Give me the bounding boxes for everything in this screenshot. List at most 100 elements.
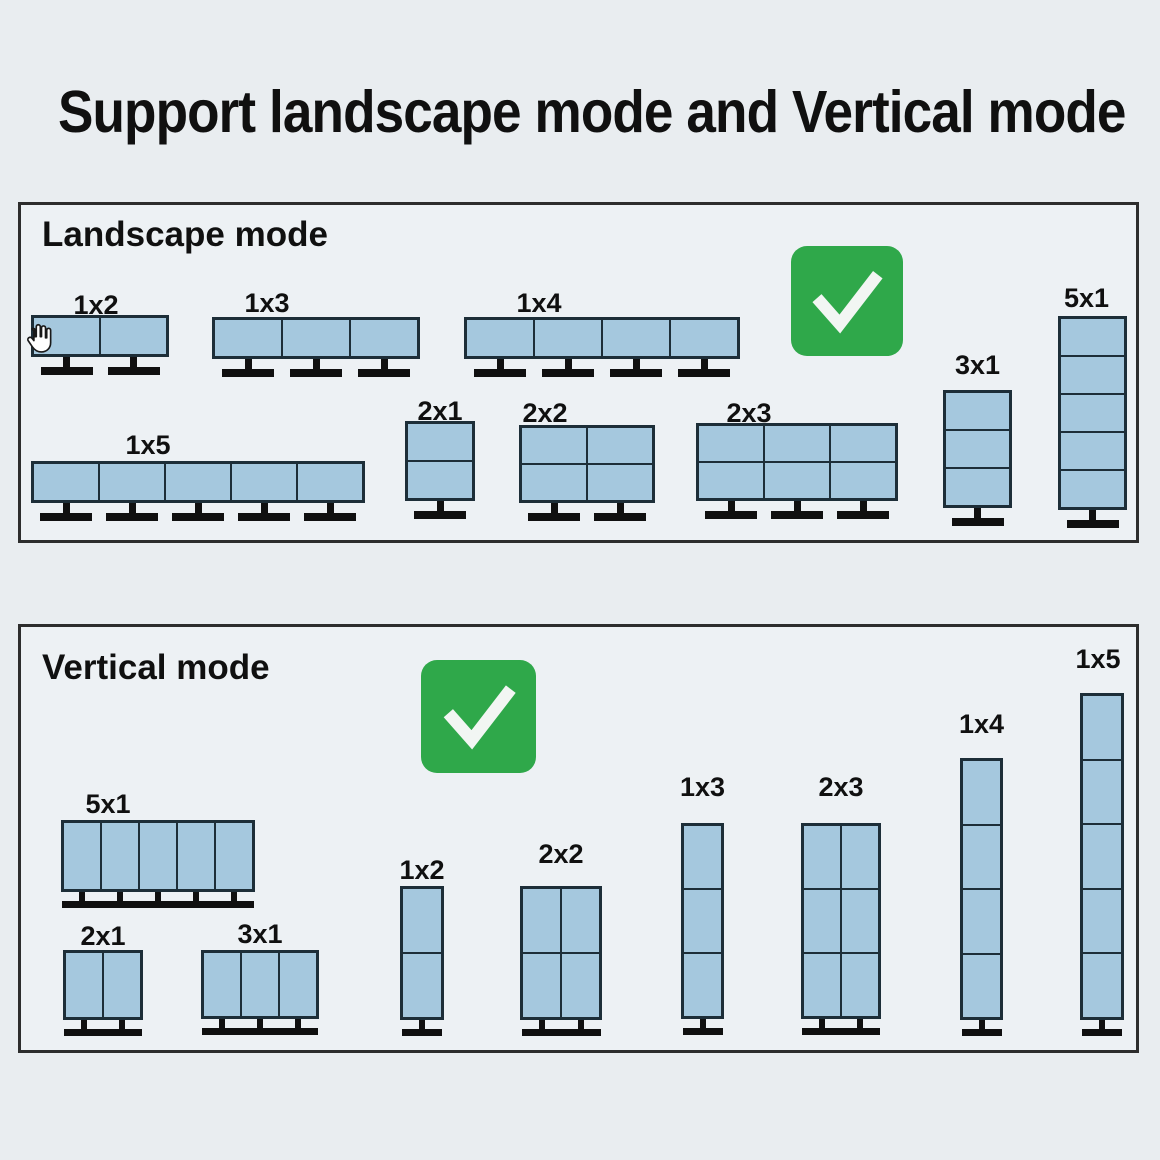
monitor-stand xyxy=(951,518,1004,526)
monitor-stand xyxy=(107,367,160,375)
monitor-stand xyxy=(222,369,274,377)
monitor-cell xyxy=(1082,759,1122,825)
config-label-vertical-2x2: 2x2 xyxy=(538,839,584,869)
monitor-stand xyxy=(496,359,504,369)
monitor-cell xyxy=(1082,953,1122,1018)
monitor-grid-landscape-5x1 xyxy=(1058,316,1127,510)
monitor-stand xyxy=(1066,520,1119,528)
config-label-landscape-3x1: 3x1 xyxy=(954,350,1001,380)
check-icon xyxy=(421,660,536,773)
monitor-stand xyxy=(79,892,85,901)
monitor-stand xyxy=(193,892,199,901)
monitor-stand xyxy=(474,369,526,377)
monitor-stand xyxy=(793,501,801,511)
monitor-stand xyxy=(380,359,388,369)
monitor-grid-vertical-1x5 xyxy=(1080,693,1124,1020)
monitor-stand xyxy=(1082,1029,1122,1036)
monitor-stand xyxy=(414,511,466,519)
monitor-cell xyxy=(522,888,561,953)
monitor-stand xyxy=(40,513,92,521)
monitor-stand xyxy=(564,359,572,369)
monitor-stand xyxy=(219,1019,225,1028)
monitor-cell xyxy=(521,464,587,501)
vertical-heading: Vertical mode xyxy=(42,648,270,687)
monitor-stand xyxy=(550,503,558,513)
monitor-cell xyxy=(214,319,282,357)
config-label-landscape-1x5: 1x5 xyxy=(125,430,171,460)
monitor-cell xyxy=(1060,470,1125,508)
monitor-stand xyxy=(62,503,70,513)
monitor-stand xyxy=(1099,1020,1105,1029)
monitor-cell xyxy=(139,822,177,890)
monitor-cell xyxy=(962,889,1001,954)
monitor-cell xyxy=(587,464,653,501)
monitor-stand xyxy=(837,511,889,519)
monitor-cell xyxy=(203,952,241,1017)
monitor-stand xyxy=(106,513,158,521)
monitor-cell xyxy=(683,889,722,953)
monitor-stand xyxy=(528,513,580,521)
monitor-cell xyxy=(407,423,473,461)
monitor-cell xyxy=(830,462,896,499)
monitor-stand xyxy=(974,508,981,518)
landscape-heading: Landscape mode xyxy=(42,215,328,254)
monitor-stand xyxy=(610,369,662,377)
monitor-cell xyxy=(764,425,830,462)
monitor-cell xyxy=(534,319,602,357)
monitor-cell xyxy=(962,760,1001,825)
monitor-cell xyxy=(670,319,738,357)
monitor-grid-vertical-2x1 xyxy=(63,950,143,1020)
monitor-stand xyxy=(119,1020,125,1029)
monitor-stand xyxy=(961,1029,1002,1036)
monitor-stand xyxy=(1089,510,1096,520)
monitor-stand xyxy=(238,513,290,521)
monitor-grid-vertical-1x4 xyxy=(960,758,1003,1020)
monitor-stand xyxy=(194,503,202,513)
config-label-landscape-2x2: 2x2 xyxy=(522,398,568,428)
monitor-stand xyxy=(40,367,93,375)
monitor-cell xyxy=(103,952,141,1018)
monitor-stand xyxy=(678,369,730,377)
check-mark-glyph xyxy=(443,685,516,750)
monitor-cell xyxy=(522,953,561,1018)
monitor-stand xyxy=(436,501,444,511)
monitor-stand xyxy=(63,357,70,367)
monitor-cell xyxy=(803,825,841,889)
config-label-landscape-5x1: 5x1 xyxy=(1063,283,1110,313)
monitor-cell xyxy=(1082,824,1122,889)
monitor-cell xyxy=(962,824,1001,889)
monitor-grid-landscape-2x1 xyxy=(405,421,475,501)
monitor-stand xyxy=(727,501,735,511)
monitor-stand xyxy=(594,513,646,521)
monitor-stand xyxy=(202,1028,242,1035)
monitor-grid-vertical-5x1 xyxy=(61,820,255,892)
monitor-stand xyxy=(857,1019,863,1028)
monitor-stand xyxy=(62,901,102,908)
monitor-cell xyxy=(177,822,215,890)
monitor-stand xyxy=(214,901,254,908)
config-label-vertical-2x3: 2x3 xyxy=(818,772,864,802)
monitor-stand xyxy=(290,369,342,377)
config-label-vertical-3x1: 3x1 xyxy=(237,919,283,949)
monitor-cell xyxy=(962,953,1001,1018)
monitor-stand xyxy=(577,1020,584,1029)
monitor-stand xyxy=(138,901,178,908)
monitor-grid-landscape-1x4 xyxy=(464,317,740,359)
monitor-grid-vertical-1x2 xyxy=(400,886,444,1020)
monitor-cell xyxy=(100,317,167,355)
monitor-stand xyxy=(295,1019,301,1028)
monitor-stand xyxy=(802,1028,842,1035)
monitor-stand xyxy=(978,1020,985,1029)
config-label-vertical-2x1: 2x1 xyxy=(80,921,126,951)
monitor-cell xyxy=(945,468,1010,506)
config-label-landscape-1x4: 1x4 xyxy=(516,288,562,318)
monitor-stand xyxy=(304,513,356,521)
config-label-landscape-1x3: 1x3 xyxy=(244,288,290,318)
monitor-stand xyxy=(312,359,320,369)
monitor-grid-landscape-1x3 xyxy=(212,317,420,359)
main-title: Support landscape mode and Vertical mode xyxy=(58,79,1126,145)
monitor-cell xyxy=(587,427,653,464)
monitor-cell xyxy=(350,319,418,357)
config-label-vertical-1x2: 1x2 xyxy=(399,855,445,885)
monitor-cell xyxy=(803,953,841,1017)
